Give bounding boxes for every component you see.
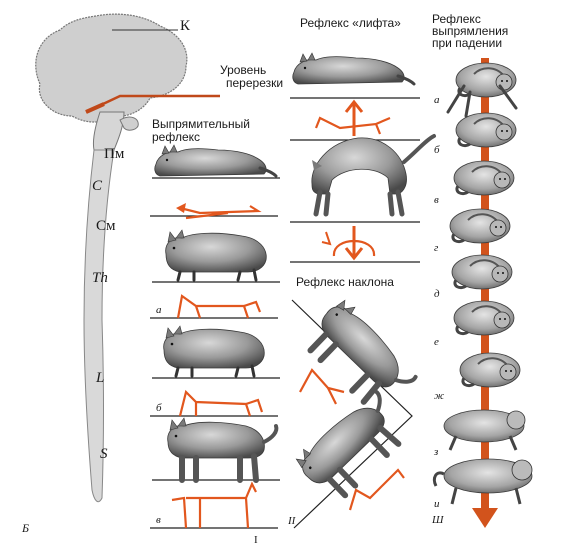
falling-cat-a <box>446 61 518 118</box>
cat-tilt-head-up <box>292 385 413 505</box>
brain-diagram <box>35 13 220 503</box>
cut-level-label-1: Уровень <box>220 63 267 77</box>
falling-cat-b <box>454 111 518 149</box>
cat-arched <box>312 136 434 214</box>
righting-title-1: Выпрямительный <box>152 117 250 131</box>
fall-step-zh: ж <box>434 390 445 402</box>
column-ii-numeral: II <box>288 515 296 527</box>
lumbar-label: L <box>96 370 105 386</box>
falling-cat-g <box>448 207 512 245</box>
falling-cat-zh <box>458 351 522 389</box>
spinal-cord <box>83 149 115 503</box>
fall-step-z: з <box>434 446 439 458</box>
sacral-label: S <box>100 446 108 462</box>
medulla-label: Пм <box>104 146 125 162</box>
righting-title-2: рефлекс <box>152 130 201 144</box>
step-a: а <box>156 304 162 316</box>
fall-step-a: а <box>434 94 440 106</box>
lift-reflex-title: Рефлекс «лифта» <box>300 16 401 30</box>
thoracic-label: Th <box>92 270 108 286</box>
step-v: в <box>156 514 161 526</box>
cut-level-label-2: перерезки <box>226 76 284 90</box>
tilt-reflex-title: Рефлекс наклона <box>296 275 394 289</box>
cat-crouch-2 <box>162 324 266 378</box>
cerebellum-label: См <box>96 218 116 234</box>
column-iii-numeral: Ш <box>432 514 444 526</box>
fall-step-d: д <box>434 288 440 300</box>
falling-cat-d <box>450 253 514 291</box>
falling-cat-e <box>452 299 516 337</box>
column-iii <box>432 58 533 528</box>
cat-tilt-head-down <box>300 296 421 416</box>
fall-arrow-head <box>472 508 498 528</box>
cerebellum <box>119 116 139 131</box>
cat-lying-1 <box>153 143 278 178</box>
fall-step-e: е <box>434 336 439 348</box>
column-ii <box>290 51 434 529</box>
cat-standing-1 <box>168 418 277 480</box>
fall-title-1: Рефлекс <box>432 12 481 26</box>
fall-step-b: б <box>434 144 440 156</box>
cat-lift-1 <box>291 51 416 86</box>
cortex-label: К <box>180 18 191 34</box>
fall-title-3: при падении <box>432 36 503 50</box>
fall-step-i: и <box>434 498 440 510</box>
fall-title-2: выпрямления <box>432 24 509 38</box>
cervical-label: С <box>92 178 103 194</box>
falling-cat-i <box>432 458 533 505</box>
step-b: б <box>156 402 162 414</box>
fall-step-v: в <box>434 194 439 206</box>
column-i <box>150 143 280 529</box>
falling-cat-v <box>452 159 516 197</box>
falling-cat-z <box>443 409 526 451</box>
panel-b-label: Б <box>22 521 30 535</box>
column-i-numeral: I <box>254 534 258 546</box>
cat-crouch-1 <box>164 228 268 282</box>
fall-step-g: г <box>434 242 439 254</box>
